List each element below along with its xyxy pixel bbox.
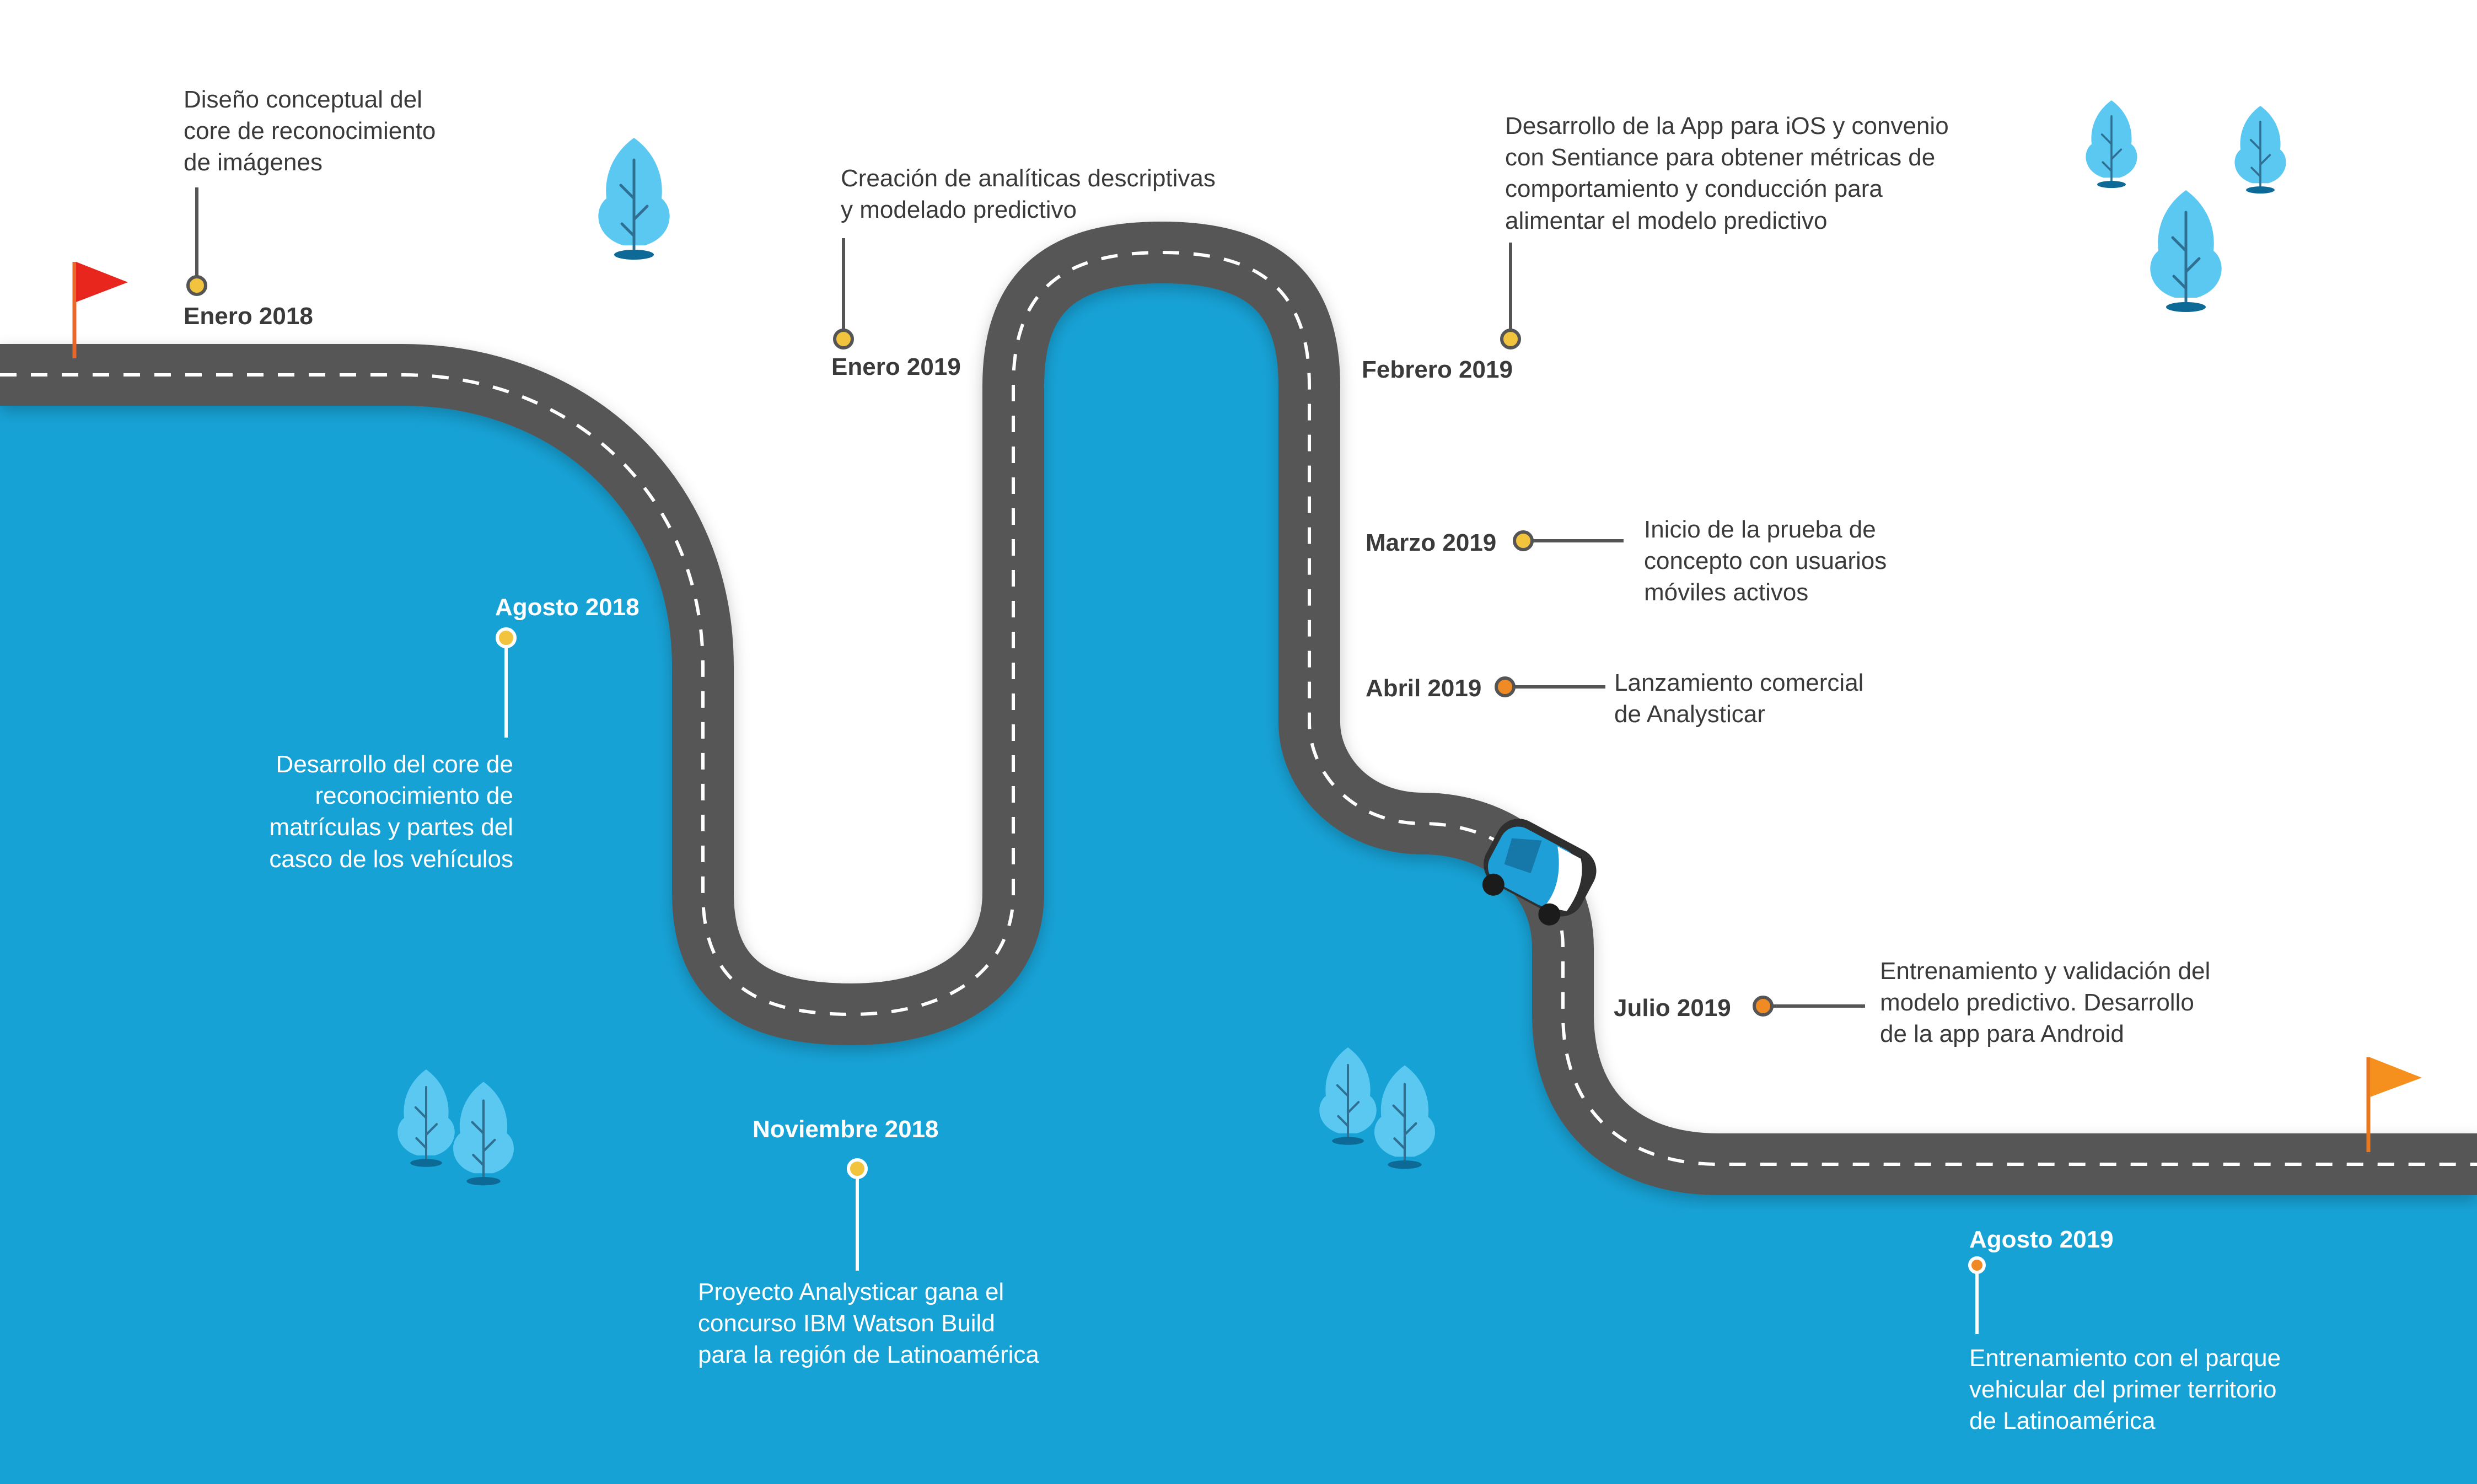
orange-flag-icon — [2366, 1057, 2422, 1152]
milestone-description: Lanzamiento comercial de Analysticar — [1614, 669, 1864, 728]
milestone-date: Julio 2019 — [1614, 994, 1731, 1021]
milestone-marker-aug-2019 — [1968, 1256, 1986, 1274]
red-flag-icon — [72, 262, 128, 358]
milestone-date: Agosto 2018 — [495, 594, 640, 621]
milestone-date: Febrero 2019 — [1362, 356, 1513, 383]
milestone-marker-feb-2019 — [1500, 329, 1521, 350]
milestone-date: Noviembre 2018 — [753, 1116, 939, 1143]
milestone-description: Creación de analíticas descriptivas y mo… — [841, 165, 1216, 224]
milestone-description: Entrenamiento y validación del modelo pr… — [1880, 958, 2211, 1048]
milestone-description: Diseño conceptual del core de reconocimi… — [184, 86, 436, 176]
milestone-date: Abril 2019 — [1366, 675, 1482, 702]
milestone-description: Inicio de la prueba de concepto con usua… — [1644, 516, 1887, 606]
tree-icon — [2233, 105, 2287, 195]
milestone-marker-jan-2018 — [186, 275, 207, 296]
milestone-date: Enero 2019 — [831, 353, 961, 380]
milestone-date: Marzo 2019 — [1366, 529, 1497, 556]
milestone-marker-aug-2018 — [496, 627, 517, 648]
milestone-description: Proyecto Analysticar gana el concurso IB… — [698, 1278, 1039, 1369]
tree-icon — [598, 138, 669, 260]
milestone-description: Desarrollo del core de reconocimiento de… — [269, 751, 513, 873]
tree-icon — [2084, 99, 2139, 189]
car-icon — [1482, 819, 1597, 926]
milestone-description: Desarrollo de la App para iOS y convenio… — [1505, 112, 1949, 234]
milestone-description: Entrenamiento con el parque vehicular de… — [1969, 1345, 2281, 1435]
milestone-marker-apr-2019 — [1495, 676, 1516, 697]
road-lane-marking — [0, 250, 2477, 1166]
milestone-date: Agosto 2019 — [1969, 1226, 2114, 1253]
milestone-marker-jul-2019 — [1753, 996, 1774, 1017]
milestone-marker-mar-2019 — [1513, 530, 1534, 551]
milestone-date: Enero 2018 — [184, 303, 313, 330]
milestone-marker-jan-2019 — [833, 329, 854, 350]
milestone-marker-nov-2018 — [847, 1158, 868, 1179]
tree-icon — [2150, 190, 2221, 312]
connector-stems — [195, 187, 1979, 1334]
